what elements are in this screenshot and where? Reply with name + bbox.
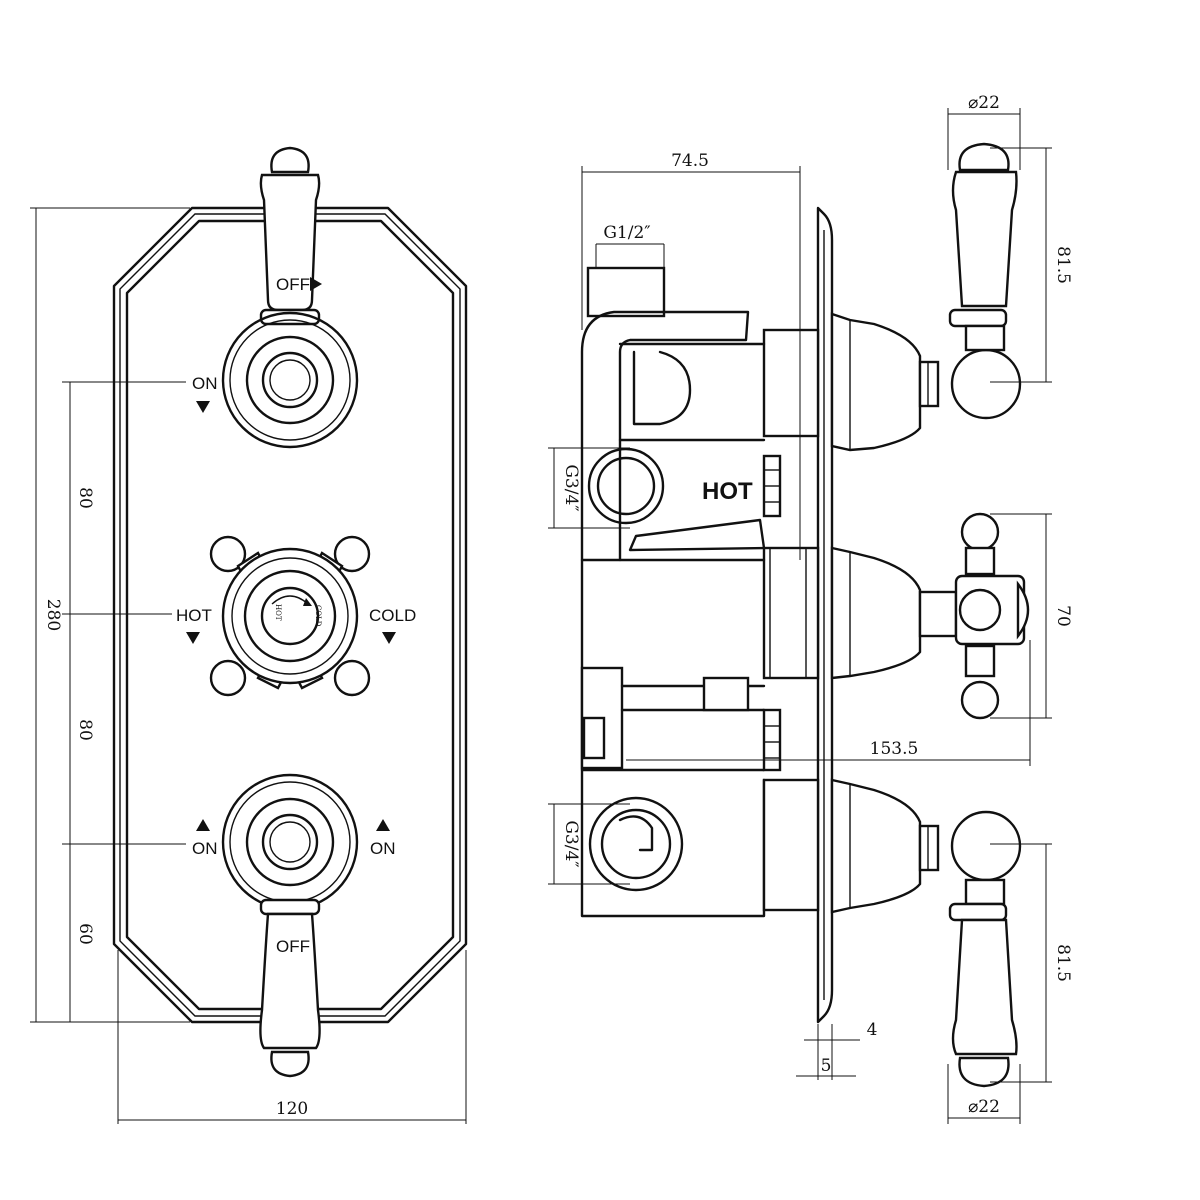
bottom-off-label: OFF: [276, 937, 310, 956]
hot-arrow-icon: [186, 632, 200, 644]
dim-cross-height-70: 70: [1053, 605, 1073, 627]
dim-inlet-bottom-g3-4: G3/4″: [561, 820, 581, 867]
side-top-lever: [948, 142, 1022, 420]
bottom-on-right-label: ON: [370, 839, 396, 858]
center-cross-handle: [209, 535, 371, 697]
bottom-on-left-arrow-icon: [196, 819, 210, 831]
dim-lever-len-top: 81.5: [1053, 246, 1073, 284]
side-bottom-lever: [948, 810, 1022, 1088]
top-valve: [221, 311, 359, 449]
dim-inlet-g1-2: G1/2″: [603, 223, 650, 243]
front-view: OFF ON HOT COLD HOT COLD: [30, 146, 468, 1124]
side-hot-label: HOT: [702, 478, 753, 505]
valve-body: [580, 266, 820, 918]
top-on-arrow-icon: [196, 401, 210, 413]
top-off-label: OFF: [276, 275, 310, 294]
bottom-on-right-arrow-icon: [376, 819, 390, 831]
dim-lever-dia-bottom: ⌀22: [968, 1097, 1000, 1117]
hot-label: HOT: [176, 606, 212, 625]
bottom-spindle: [830, 778, 940, 914]
dim-seg1-80: 80: [75, 487, 95, 509]
dim-depth-74-5: 74.5: [671, 151, 709, 171]
dim-plate-gap-4: 4: [867, 1020, 878, 1040]
front-vertical-dimensions: [30, 207, 190, 1023]
cold-arrow-icon: [382, 632, 396, 644]
dim-height-280: 280: [43, 599, 63, 631]
dim-width-120: 120: [276, 1099, 308, 1119]
bottom-on-left-label: ON: [192, 839, 218, 858]
dim-lever-dia-top: ⌀22: [968, 93, 1000, 113]
side-view: HOT: [548, 93, 1073, 1124]
faceplate-outline-inner: [125, 219, 455, 1011]
dial-cold-label: COLD: [314, 605, 322, 627]
dim-plate-thickness-5: 5: [821, 1056, 832, 1076]
side-dimension-lines: [548, 108, 1052, 1124]
top-spindle: [830, 312, 940, 452]
cold-label: COLD: [369, 606, 416, 625]
middle-spindle: [830, 546, 958, 680]
dim-total-153-5: 153.5: [870, 739, 919, 759]
dim-seg3-60: 60: [75, 923, 95, 945]
bottom-valve: [221, 773, 359, 911]
faceplate-outline-mid: [119, 213, 461, 1017]
top-on-label: ON: [192, 374, 218, 393]
dim-seg2-80: 80: [75, 719, 95, 741]
dim-lever-len-bottom: 81.5: [1053, 944, 1073, 982]
dial-hot-label: HOT: [274, 604, 282, 621]
side-cross-handle: [954, 512, 1030, 720]
bottom-lever-handle: [259, 898, 321, 1078]
front-width-dimension: [117, 950, 467, 1124]
top-lever-handle: [259, 146, 321, 326]
wall-plate: [816, 206, 834, 1024]
faceplate-outline-outer: [112, 206, 468, 1024]
dim-inlet-hot-g3-4: G3/4″: [561, 464, 581, 511]
top-off-arrow-icon: [310, 277, 322, 291]
